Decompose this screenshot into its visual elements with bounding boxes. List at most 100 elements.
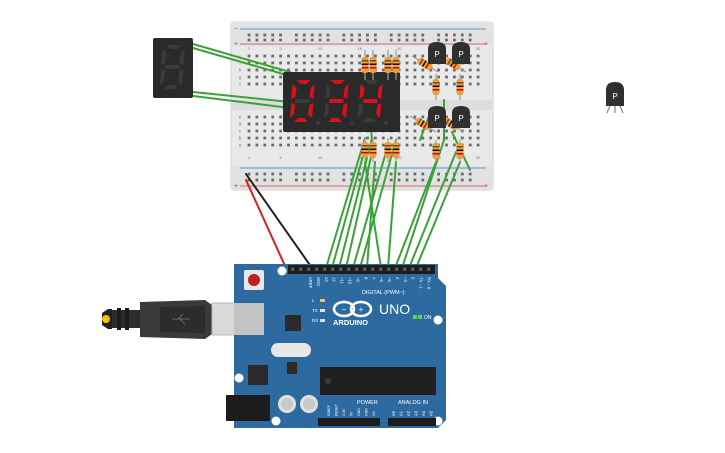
breadboard-hole[interactable] xyxy=(413,75,417,79)
breadboard-hole[interactable] xyxy=(342,136,346,140)
breadboard-hole[interactable] xyxy=(421,68,425,72)
single-seven-segment-display[interactable] xyxy=(153,38,193,98)
rail-hole[interactable] xyxy=(310,178,314,182)
dc-power-jack[interactable] xyxy=(226,395,270,421)
wires[interactable] xyxy=(192,43,471,421)
dc-barrel-plug[interactable]: ⚡ xyxy=(102,308,140,330)
breadboard-hole[interactable] xyxy=(287,61,290,65)
breadboard-hole[interactable] xyxy=(279,82,282,86)
rail-hole[interactable] xyxy=(397,178,401,182)
rail-hole[interactable] xyxy=(437,38,440,42)
breadboard-hole[interactable] xyxy=(453,143,456,147)
breadboard-hole[interactable] xyxy=(445,143,448,147)
breadboard-hole[interactable] xyxy=(263,122,267,126)
breadboard-hole[interactable] xyxy=(405,129,409,133)
breadboard-hole[interactable] xyxy=(468,115,472,119)
header-pin[interactable] xyxy=(379,267,383,272)
breadboard-hole[interactable] xyxy=(445,136,448,140)
rail-hole[interactable] xyxy=(255,172,259,176)
breadboard-hole[interactable] xyxy=(247,143,251,147)
rail-hole[interactable] xyxy=(326,33,330,37)
pnp-transistor[interactable]: P xyxy=(428,42,446,64)
breadboard-hole[interactable] xyxy=(421,82,425,86)
breadboard-hole[interactable] xyxy=(263,54,267,58)
breadboard-hole[interactable] xyxy=(405,82,409,86)
rail-hole[interactable] xyxy=(310,172,314,176)
header-pin[interactable] xyxy=(427,267,431,272)
rail-hole[interactable] xyxy=(279,38,282,42)
breadboard-hole[interactable] xyxy=(255,129,259,133)
breadboard-hole[interactable] xyxy=(405,75,409,79)
breadboard-hole[interactable] xyxy=(310,61,314,65)
breadboard-hole[interactable] xyxy=(374,136,377,140)
rail-hole[interactable] xyxy=(421,172,425,176)
breadboard-hole[interactable] xyxy=(302,143,306,147)
rail-hole[interactable] xyxy=(255,33,259,37)
breadboard-hole[interactable] xyxy=(263,82,267,86)
rail-hole[interactable] xyxy=(397,172,401,176)
loose-transistor[interactable]: P xyxy=(606,82,624,114)
wire[interactable] xyxy=(359,139,397,269)
breadboard-hole[interactable] xyxy=(460,136,464,140)
wire[interactable] xyxy=(345,147,374,269)
breadboard-hole[interactable] xyxy=(342,143,346,147)
breadboard-hole[interactable] xyxy=(405,68,409,72)
breadboard-hole[interactable] xyxy=(287,143,290,147)
breadboard-hole[interactable] xyxy=(255,75,259,79)
breadboard-hole[interactable] xyxy=(413,68,417,72)
wire[interactable] xyxy=(192,47,291,77)
rail-hole[interactable] xyxy=(302,33,306,37)
breadboard-hole[interactable] xyxy=(247,129,251,133)
breadboard-hole[interactable] xyxy=(255,82,259,86)
rail-hole[interactable] xyxy=(255,38,259,42)
breadboard-hole[interactable] xyxy=(279,143,282,147)
rail-hole[interactable] xyxy=(271,178,275,182)
rail-hole[interactable] xyxy=(374,172,377,176)
rail-hole[interactable] xyxy=(453,38,456,42)
breadboard-hole[interactable] xyxy=(271,115,275,119)
breadboard-hole[interactable] xyxy=(437,136,440,140)
breadboard-hole[interactable] xyxy=(302,68,306,72)
breadboard-hole[interactable] xyxy=(334,54,338,58)
rail-hole[interactable] xyxy=(342,178,346,182)
rail-hole[interactable] xyxy=(247,33,251,37)
breadboard-hole[interactable] xyxy=(350,136,354,140)
header-pin[interactable] xyxy=(347,267,351,272)
breadboard-hole[interactable] xyxy=(413,122,417,126)
header-pin[interactable] xyxy=(291,267,295,272)
rail-hole[interactable] xyxy=(453,33,456,37)
breadboard-hole[interactable] xyxy=(397,54,401,58)
rail-hole[interactable] xyxy=(350,38,354,42)
breadboard-hole[interactable] xyxy=(437,75,440,79)
rail-hole[interactable] xyxy=(468,172,472,176)
breadboard-hole[interactable] xyxy=(279,136,282,140)
breadboard-hole[interactable] xyxy=(350,61,354,65)
breadboard-hole[interactable] xyxy=(413,54,417,58)
rail-hole[interactable] xyxy=(453,178,456,182)
breadboard-hole[interactable] xyxy=(342,68,346,72)
rail-hole[interactable] xyxy=(405,33,409,37)
breadboard-hole[interactable] xyxy=(350,143,354,147)
breadboard-hole[interactable] xyxy=(421,75,425,79)
rail-hole[interactable] xyxy=(302,178,306,182)
breadboard-hole[interactable] xyxy=(342,54,346,58)
breadboard-hole[interactable] xyxy=(255,136,259,140)
breadboard-hole[interactable] xyxy=(358,54,361,58)
breadboard-hole[interactable] xyxy=(476,136,480,140)
breadboard-hole[interactable] xyxy=(476,54,480,58)
breadboard-hole[interactable] xyxy=(263,136,267,140)
breadboard-hole[interactable] xyxy=(295,143,298,147)
wire[interactable] xyxy=(401,139,445,269)
breadboard-hole[interactable] xyxy=(445,75,448,79)
breadboard-hole[interactable] xyxy=(334,136,338,140)
wire[interactable] xyxy=(245,173,313,269)
breadboard-hole[interactable] xyxy=(247,68,251,72)
breadboard-hole[interactable] xyxy=(429,129,433,133)
breadboard-hole[interactable] xyxy=(271,82,275,86)
breadboard-hole[interactable] xyxy=(413,143,417,147)
rail-hole[interactable] xyxy=(342,33,346,37)
breadboard-hole[interactable] xyxy=(413,115,417,119)
breadboard-hole[interactable] xyxy=(350,68,354,72)
rail-hole[interactable] xyxy=(318,38,322,42)
